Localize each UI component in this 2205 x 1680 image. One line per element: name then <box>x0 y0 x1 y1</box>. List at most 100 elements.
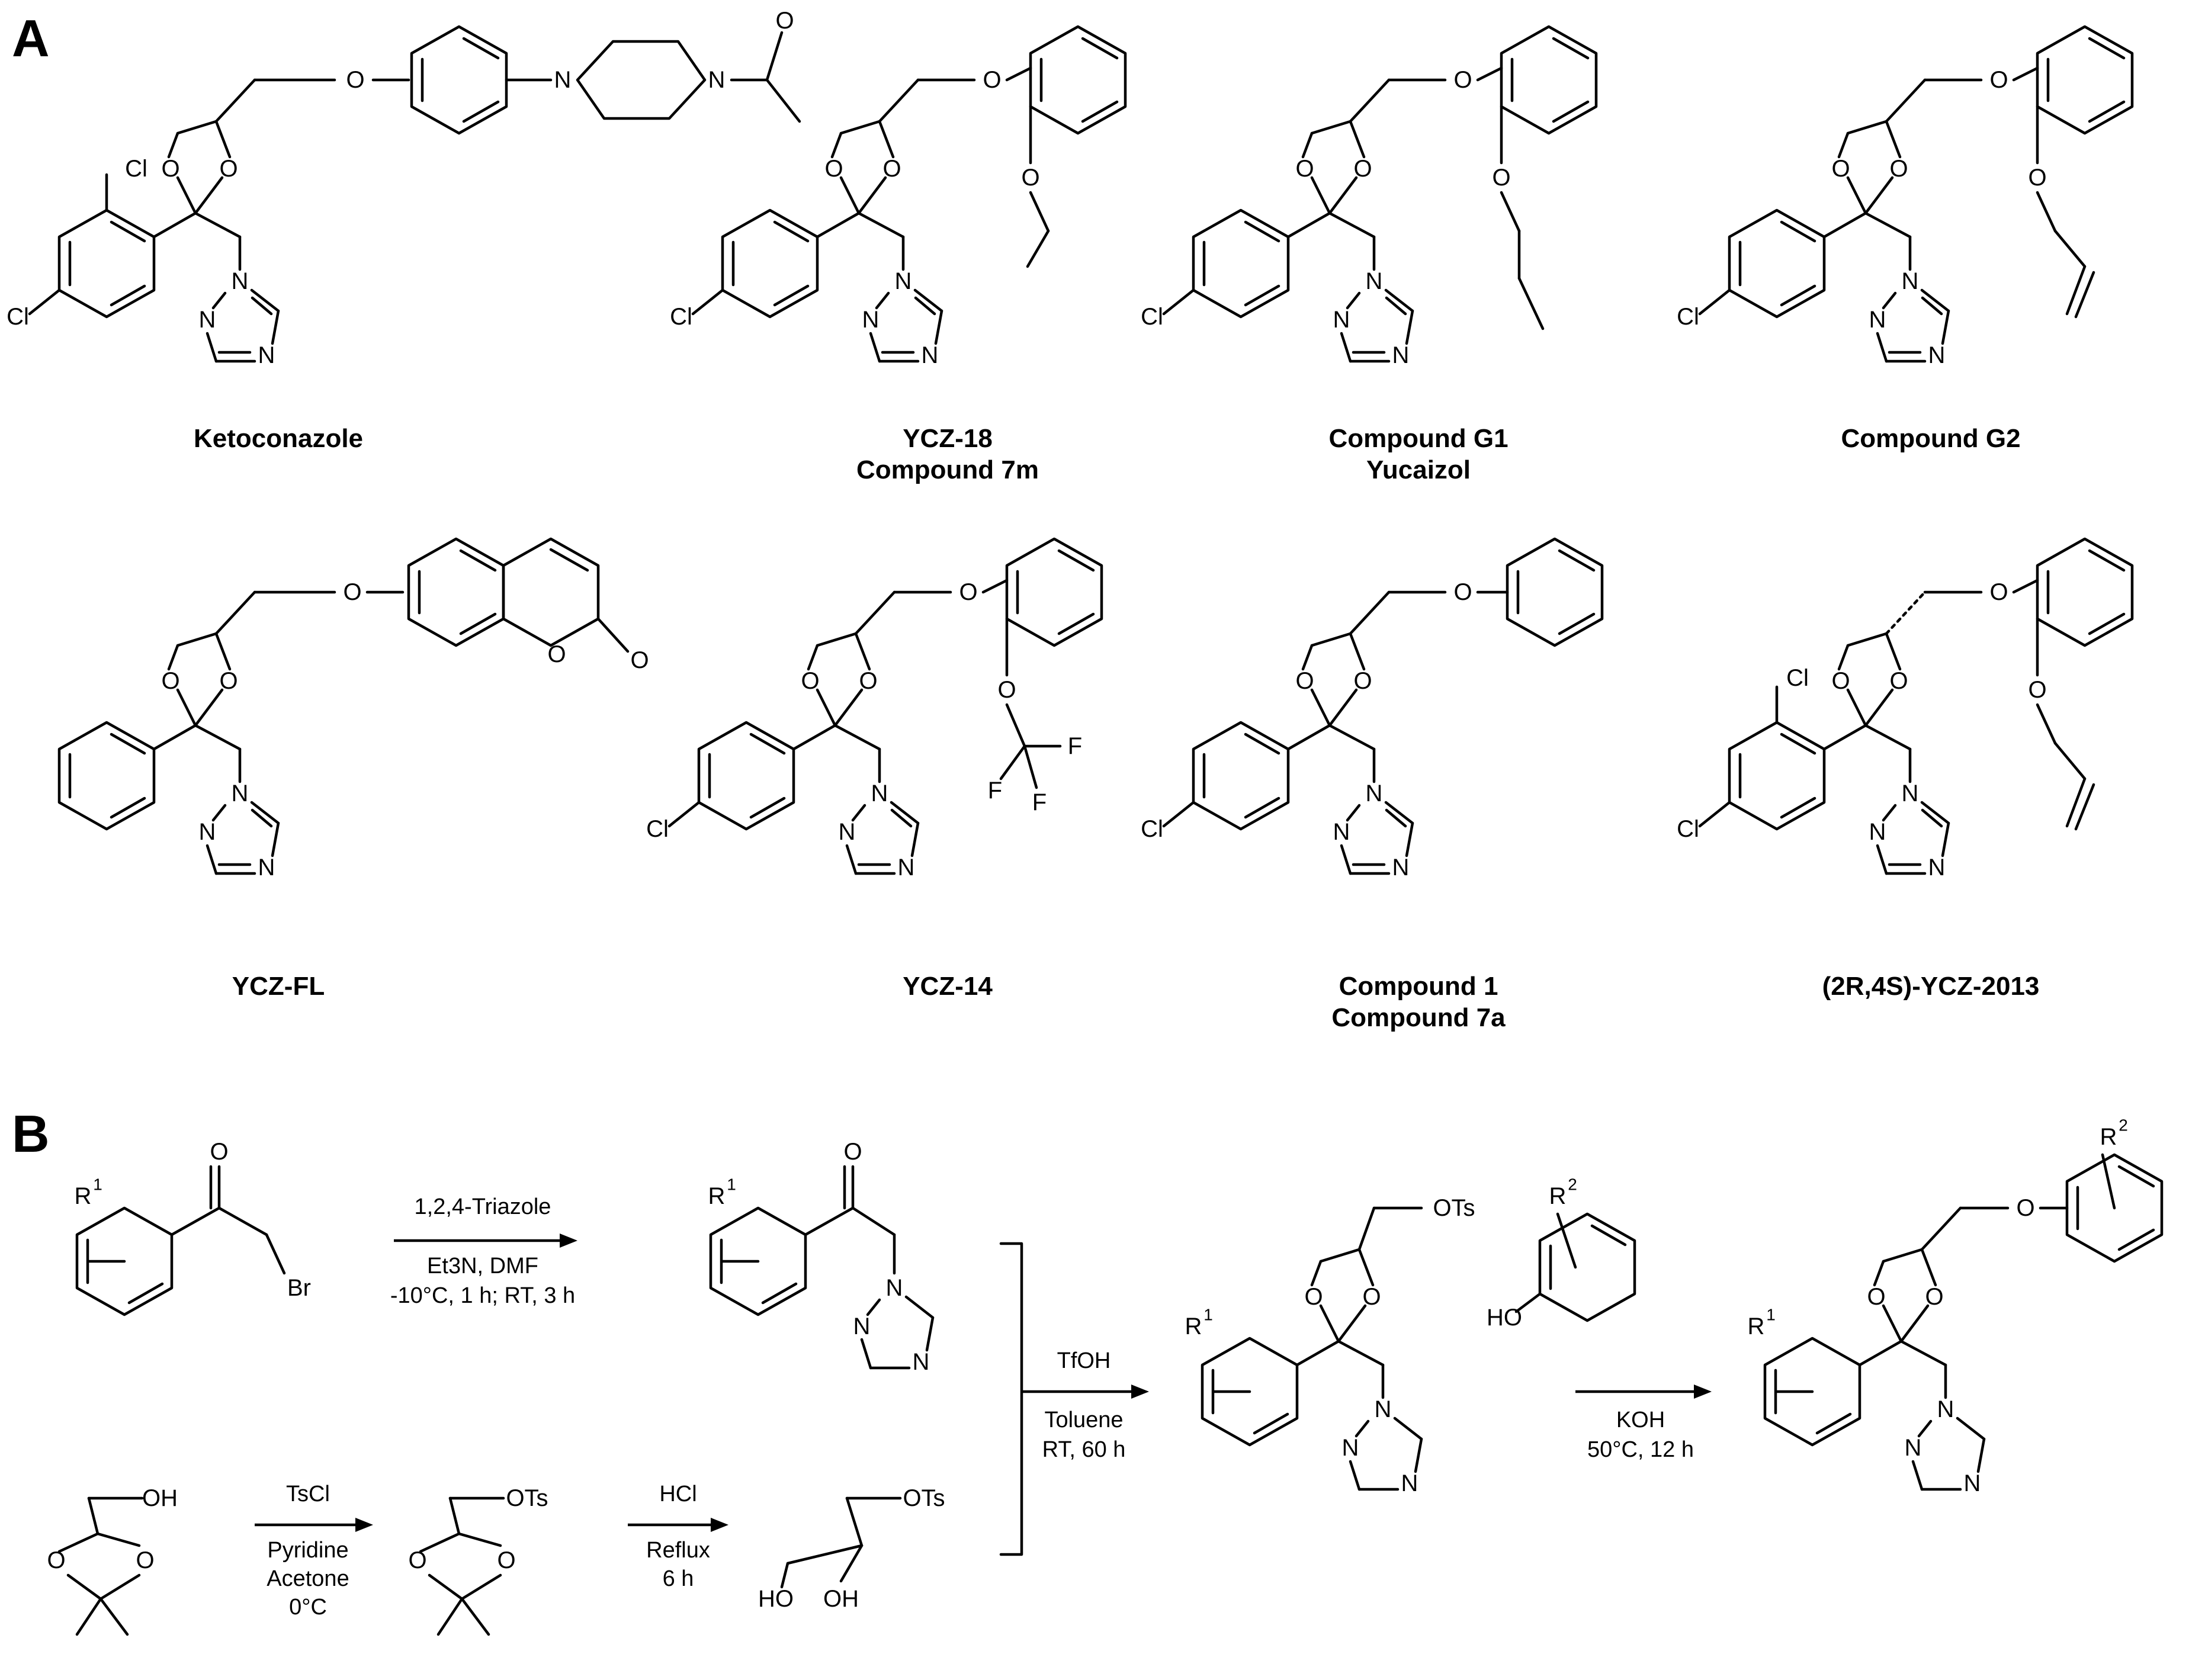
combining-bracket <box>999 1242 1023 1556</box>
step3-reagent: HCl <box>659 1482 697 1506</box>
svg-text:Cl: Cl <box>1786 665 1809 691</box>
svg-text:O: O <box>2016 1195 2034 1221</box>
svg-text:N: N <box>913 1349 930 1375</box>
svg-text:O: O <box>1021 165 1039 191</box>
reaction-arrow-5 <box>1575 1385 1712 1399</box>
label-ycz-2013: (2R,4S)-YCZ-2013 <box>1822 972 2040 1001</box>
step2-reagent: TsCl <box>286 1482 330 1506</box>
svg-text:O: O <box>2028 165 2046 191</box>
svg-text:O: O <box>346 67 364 93</box>
svg-text:Cl: Cl <box>7 304 29 330</box>
svg-text:OTs: OTs <box>903 1485 945 1511</box>
compound-1-structure: O Cl <box>1141 539 1602 881</box>
svg-text:O: O <box>1989 67 2008 93</box>
svg-text:R: R <box>2100 1124 2117 1150</box>
label-compound-1: Compound 1 <box>1339 972 1498 1001</box>
svg-text:O: O <box>2028 677 2046 703</box>
ycz-fl-structure: O O O <box>59 537 649 881</box>
svg-text:O: O <box>843 1139 862 1165</box>
ycz-2013-structure: O O Cl Cl <box>1677 539 2132 881</box>
svg-text:OTs: OTs <box>1433 1195 1475 1221</box>
svg-text:O: O <box>1453 579 1472 605</box>
reaction-arrow-1 <box>394 1234 577 1248</box>
step1-cond2: -10°C, 1 h; RT, 3 h <box>390 1283 575 1308</box>
step4-cond1: Toluene <box>1044 1408 1123 1432</box>
panel-a-letter: A <box>12 9 50 68</box>
step3-cond1: Reflux <box>646 1538 710 1563</box>
svg-text:O: O <box>210 1139 228 1165</box>
label-ycz-18: YCZ-18 <box>903 424 993 453</box>
svg-text:N: N <box>1342 1435 1359 1461</box>
step2-cond3: 0°C <box>289 1595 327 1620</box>
svg-text:OH: OH <box>823 1586 859 1612</box>
svg-text:R: R <box>1549 1183 1567 1209</box>
svg-text:Cl: Cl <box>1141 816 1163 842</box>
compound-g2-structure: O O Cl <box>1677 27 2132 368</box>
label-ketoconazole: Ketoconazole <box>194 424 363 453</box>
ycz-14-structure: O O F F F Cl <box>646 539 1102 881</box>
svg-text:Cl: Cl <box>1677 304 1699 330</box>
svg-text:N: N <box>1905 1435 1922 1461</box>
svg-text:O: O <box>997 677 1016 703</box>
svg-text:R: R <box>708 1183 726 1209</box>
svg-text:OH: OH <box>142 1485 178 1511</box>
glycerol-tosylate-structure: OTs OH HO <box>758 1485 945 1612</box>
svg-text:HO: HO <box>758 1586 794 1612</box>
svg-text:Br: Br <box>287 1275 311 1301</box>
compound-g1-structure: O O Cl <box>1141 27 1596 368</box>
svg-text:O: O <box>983 67 1001 93</box>
svg-text:O: O <box>630 647 649 673</box>
label-compound-7m: Compound 7m <box>856 455 1039 484</box>
svg-text:F: F <box>1032 789 1047 815</box>
reaction-arrow-4 <box>1022 1385 1149 1399</box>
step1-reagent: 1,2,4-Triazole <box>415 1194 551 1219</box>
svg-text:1: 1 <box>727 1175 736 1194</box>
svg-text:Cl: Cl <box>670 304 692 330</box>
svg-text:Cl: Cl <box>1677 816 1699 842</box>
label-ycz-14: YCZ-14 <box>903 972 993 1001</box>
label-yucaizol: Yucaizol <box>1366 455 1471 484</box>
svg-text:N: N <box>1964 1470 1981 1496</box>
svg-text:Cl: Cl <box>125 156 147 182</box>
svg-text:O: O <box>497 1547 515 1573</box>
svg-text:N: N <box>554 67 572 93</box>
final-product-structure: O O O R 2 N N N R 1 <box>1748 1116 2162 1496</box>
svg-text:N: N <box>1375 1396 1392 1422</box>
step3-cond2: 6 h <box>663 1566 694 1591</box>
step5-reagent: KOH <box>1616 1408 1665 1432</box>
svg-text:N: N <box>853 1313 871 1339</box>
step4-reagent: TfOH <box>1057 1348 1111 1373</box>
svg-text:OTs: OTs <box>506 1485 548 1511</box>
svg-text:O: O <box>1989 579 2008 605</box>
svg-text:F: F <box>988 778 1002 804</box>
svg-text:F: F <box>1068 733 1082 759</box>
label-compound-g1: Compound G1 <box>1328 424 1508 453</box>
ycz-18-structure: O O Cl <box>670 27 1125 368</box>
svg-text:O: O <box>136 1547 154 1573</box>
svg-text:R: R <box>1748 1313 1765 1339</box>
svg-text:O: O <box>547 641 566 667</box>
step1-cond1: Et3N, DMF <box>427 1254 538 1279</box>
ketal-tosylate-structure: O O OTs N N N R 1 <box>1185 1195 1475 1496</box>
phenol-reagent-structure: HO R 2 <box>1487 1175 1636 1331</box>
svg-text:O: O <box>959 579 977 605</box>
svg-text:N: N <box>708 67 726 93</box>
step4-cond2: RT, 60 h <box>1042 1437 1126 1462</box>
label-compound-g2: Compound G2 <box>1841 424 2020 453</box>
reaction-arrow-3 <box>628 1518 728 1532</box>
step2-cond2: Acetone <box>267 1566 349 1591</box>
solketal-structure: OH O O <box>47 1485 178 1636</box>
bromoketone-structure: O Br R 1 <box>75 1139 311 1316</box>
panel-b-letter: B <box>12 1104 50 1163</box>
step5-cond1: 50°C, 12 h <box>1587 1437 1694 1462</box>
svg-text:1: 1 <box>1203 1306 1213 1324</box>
svg-text:1: 1 <box>1766 1306 1776 1324</box>
step2-cond1: Pyridine <box>267 1538 348 1563</box>
svg-text:R: R <box>75 1183 92 1209</box>
solketal-tosylate-structure: OTs O O <box>408 1485 548 1636</box>
svg-text:O: O <box>47 1547 65 1573</box>
svg-text:N: N <box>886 1275 903 1301</box>
svg-text:O: O <box>1304 1284 1323 1310</box>
svg-text:1: 1 <box>93 1175 102 1194</box>
